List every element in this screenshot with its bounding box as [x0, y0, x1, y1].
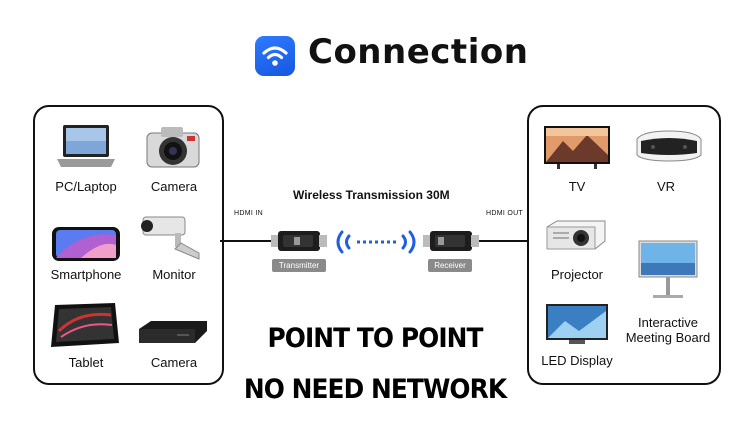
projector-icon	[545, 219, 607, 251]
slogan-no-need-network: NO NEED NETWORK	[243, 374, 507, 405]
hdmi-in-label: HDMI IN	[234, 210, 263, 217]
hdmi-out-label: HDMI OUT	[486, 210, 524, 217]
display-devices-panel: TV VR Projector Interactive	[527, 105, 721, 385]
source-label: Camera	[150, 355, 198, 370]
receiver-label: Receiver	[428, 259, 472, 272]
transmitter-label: Transmitter	[272, 259, 326, 272]
set-top-box-icon	[137, 319, 209, 345]
source-devices-panel: PC/Laptop Camera Smartphone Monitor	[33, 105, 224, 385]
display-label-line: Meeting Board	[625, 330, 711, 345]
source-label: PC/Laptop	[55, 179, 117, 194]
receiver-dongle-icon	[423, 229, 479, 253]
display-label: Projector	[550, 267, 604, 282]
transmitter-dongle-icon	[271, 229, 327, 253]
display-label-line: Interactive	[638, 315, 698, 330]
wireless-signal-icon	[332, 228, 420, 256]
source-label: Smartphone	[50, 267, 122, 282]
header: Connection	[0, 30, 750, 80]
tv-icon	[543, 125, 611, 169]
security-camera-icon	[139, 213, 205, 261]
meeting-board-icon	[637, 239, 699, 301]
display-label-multiline: Interactive Meeting Board	[623, 315, 713, 345]
wireless-transmission-title: Wireless Transmission 30M	[293, 188, 450, 202]
wifi-icon	[255, 36, 295, 76]
slogan-point-to-point: POINT TO POINT	[267, 323, 483, 354]
display-label: VR	[656, 179, 676, 194]
camera-icon	[143, 121, 203, 171]
hdmi-cable-left	[220, 240, 272, 242]
led-display-icon	[545, 303, 609, 345]
source-label: Camera	[150, 179, 198, 194]
source-label: Monitor	[152, 267, 196, 282]
vr-headset-icon	[633, 127, 705, 165]
source-label: Tablet	[68, 355, 104, 370]
smartphone-icon	[51, 225, 121, 263]
tablet-icon	[49, 301, 121, 349]
display-label: LED Display	[541, 353, 613, 368]
hdmi-cable-right	[478, 240, 527, 242]
display-label: TV	[568, 179, 586, 194]
page-title: Connection	[308, 32, 529, 72]
laptop-icon	[55, 123, 117, 169]
